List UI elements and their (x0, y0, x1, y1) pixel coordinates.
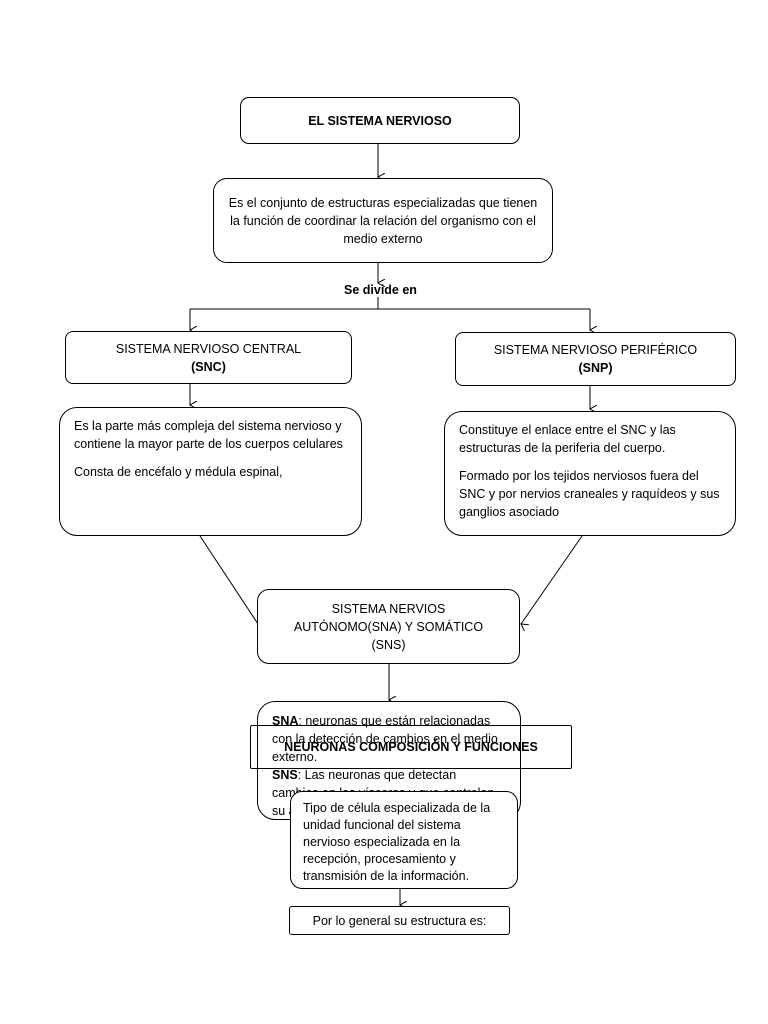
snp-description-node: Constituye el enlace entre el SNC y las … (444, 411, 736, 536)
snc-desc-1: Es la parte más compleja del sistema ner… (74, 419, 343, 451)
estructura-node: Por lo general su estructura es: (289, 906, 510, 935)
title-text: EL SISTEMA NERVIOSO (308, 113, 452, 128)
estructura-text: Por lo general su estructura es: (312, 913, 487, 928)
neuronas-title-text: NEURONAS COMPOSICIÓN Y FUNCIONES (284, 740, 538, 754)
snp-abbr: (SNP) (578, 361, 613, 375)
autonomo-text: SISTEMA NERVIOS AUTÓNOMO(SNA) Y SOMÁTICO… (293, 601, 484, 652)
neurona-definition-node: Tipo de célula especializada de la unida… (290, 791, 518, 889)
snp-desc-1: Constituye el enlace entre el SNC y las … (459, 423, 676, 455)
sna-text: : neuronas que están relacionadas con la… (272, 714, 498, 764)
snc-desc-2: Consta de encéfalo y médula espinal, (74, 465, 283, 479)
snp-desc-2: Formado por los tejidos nerviosos fuera … (459, 469, 720, 519)
sna-label: SNA (272, 714, 299, 728)
divide-label: Se divide en (344, 283, 417, 297)
definition-node: Es el conjunto de estructuras especializ… (213, 178, 553, 263)
definition-text: Es el conjunto de estructuras especializ… (228, 195, 538, 246)
snp-name: SISTEMA NERVIOSO PERIFÉRICO (493, 343, 698, 357)
snc-abbr: (SNC) (191, 359, 226, 374)
snc-description-node: Es la parte más compleja del sistema ner… (59, 407, 362, 536)
autonomo-somatico-node: SISTEMA NERVIOS AUTÓNOMO(SNA) Y SOMÁTICO… (257, 589, 520, 664)
neuronas-title-node: NEURONAS COMPOSICIÓN Y FUNCIONES (250, 725, 572, 769)
snc-name: SISTEMA NERVIOSO CENTRAL (115, 341, 302, 356)
title-node: EL SISTEMA NERVIOSO (240, 97, 520, 144)
snc-node: SISTEMA NERVIOSO CENTRAL (SNC) (65, 331, 352, 384)
neurona-definition-text: Tipo de célula especializada de la unida… (303, 801, 491, 883)
snp-node: SISTEMA NERVIOSO PERIFÉRICO (SNP) (455, 332, 736, 386)
sns-label: SNS (272, 768, 298, 782)
